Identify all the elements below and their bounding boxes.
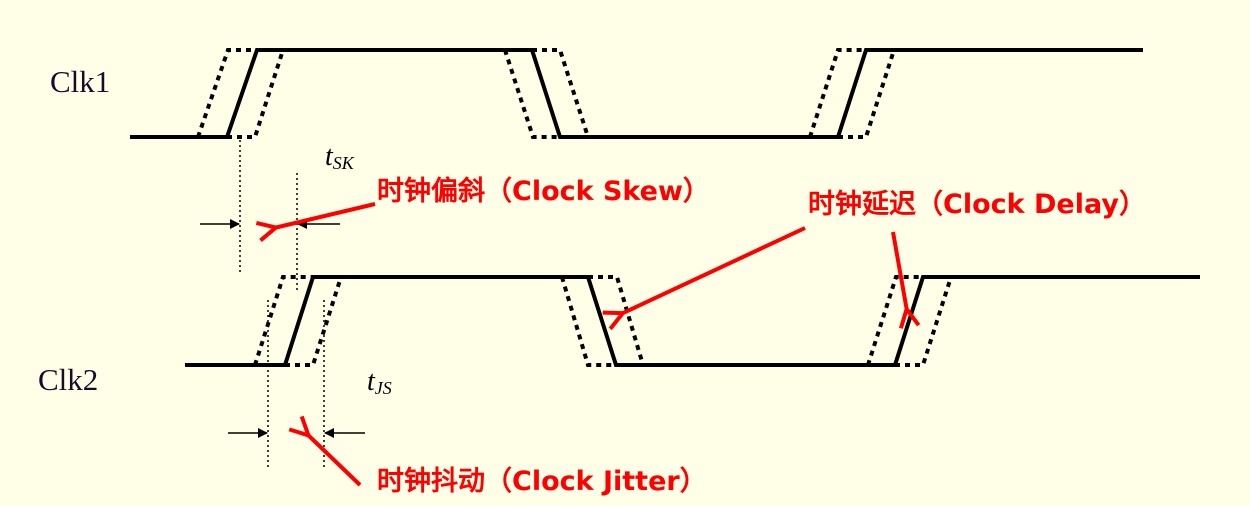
jitter-arrow xyxy=(307,434,362,487)
jitter-symbol: tJS xyxy=(367,366,392,398)
clk2-waveform xyxy=(185,275,1200,367)
clk2-label: Clk2 xyxy=(38,362,98,397)
skew-markers xyxy=(200,140,340,290)
clock-jitter-label: 时钟抖动（Clock Jitter） xyxy=(377,466,707,497)
jitter-markers xyxy=(228,300,365,468)
delay-arrow-1 xyxy=(621,226,806,314)
clk1-waveform xyxy=(130,48,1143,139)
skew-arrow xyxy=(274,202,376,228)
clock-delay-label: 时钟延迟（Clock Delay） xyxy=(808,189,1146,220)
delay-arrow-2 xyxy=(891,231,907,311)
skew-symbol: tSK xyxy=(325,141,355,173)
clk1-label: Clk1 xyxy=(50,64,110,99)
clock-skew-label: 时钟偏斜（Clock Skew） xyxy=(377,176,710,207)
